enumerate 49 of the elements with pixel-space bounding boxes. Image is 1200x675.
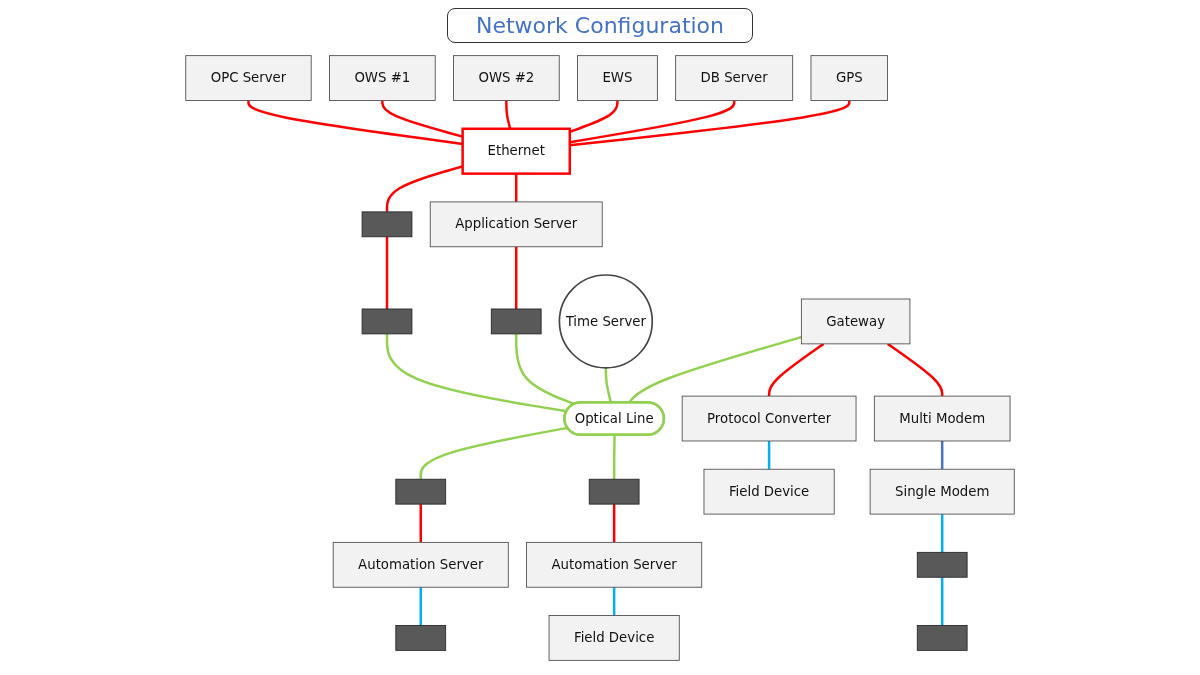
node-box: Automation Server — [332, 541, 509, 588]
node-box: Single Modem — [869, 468, 1015, 515]
title: Network Configuration — [446, 8, 754, 43]
connector — [419, 587, 422, 626]
node-box — [395, 478, 447, 505]
node-box: OPC Server — [185, 55, 312, 101]
connector — [419, 504, 422, 543]
node-box — [395, 625, 447, 651]
connector — [569, 100, 619, 134]
connector — [612, 504, 616, 543]
node-box: EWS — [577, 55, 658, 101]
node-box — [916, 551, 968, 578]
connector — [385, 333, 567, 413]
node-circle: Time Server — [558, 274, 654, 369]
connector — [569, 100, 851, 147]
node-box: Application Server — [429, 201, 603, 248]
node-box — [916, 625, 968, 651]
connector — [612, 587, 616, 616]
connector — [385, 165, 463, 212]
node-box — [588, 478, 640, 505]
node-box: DB Server — [675, 55, 794, 101]
node-box: Protocol Converter — [681, 395, 857, 442]
node-box — [361, 211, 413, 238]
connector — [767, 342, 825, 397]
node-box: Gateway — [800, 298, 911, 345]
connector — [385, 236, 389, 309]
connector — [514, 246, 518, 309]
connector — [612, 435, 616, 480]
connector — [514, 173, 518, 202]
connector — [419, 426, 568, 480]
node-box: Field Device — [548, 615, 680, 661]
node-box: Automation Server — [526, 541, 703, 588]
connector — [887, 342, 944, 397]
node-box — [490, 308, 542, 335]
connector — [940, 577, 944, 626]
connector — [767, 441, 771, 470]
node-box: Multi Modem — [873, 395, 1011, 442]
node-box: GPS — [810, 55, 888, 101]
node-box: OWS #2 — [453, 55, 560, 101]
connector — [569, 100, 736, 144]
connector — [940, 514, 944, 553]
connector — [247, 100, 463, 146]
node-box: OWS #1 — [329, 55, 436, 101]
node-box: Field Device — [703, 468, 835, 515]
node-box — [361, 308, 413, 335]
connector — [514, 333, 576, 406]
connector — [940, 441, 944, 470]
connector — [381, 100, 463, 138]
node-box: Ethernet — [461, 127, 572, 175]
